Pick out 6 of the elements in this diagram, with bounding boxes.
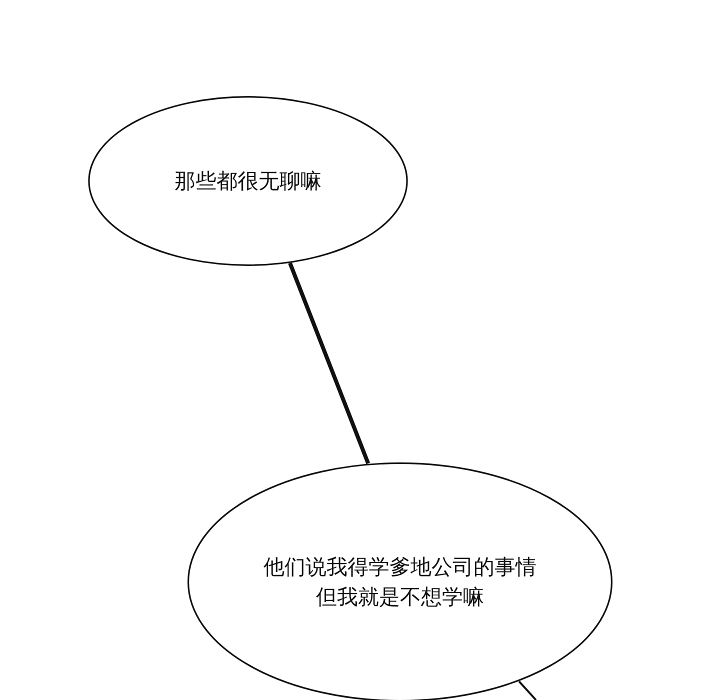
connector-line: [288, 262, 370, 464]
speech-bubble: [88, 96, 408, 266]
dialogue-text: 他们说我得学爹地公司的事情但我就是不想学嘛: [262, 554, 538, 611]
speech-tail: [518, 680, 537, 700]
speech-bubble: [187, 462, 613, 700]
dialogue-text: 那些都很无聊嘛: [174, 168, 322, 195]
